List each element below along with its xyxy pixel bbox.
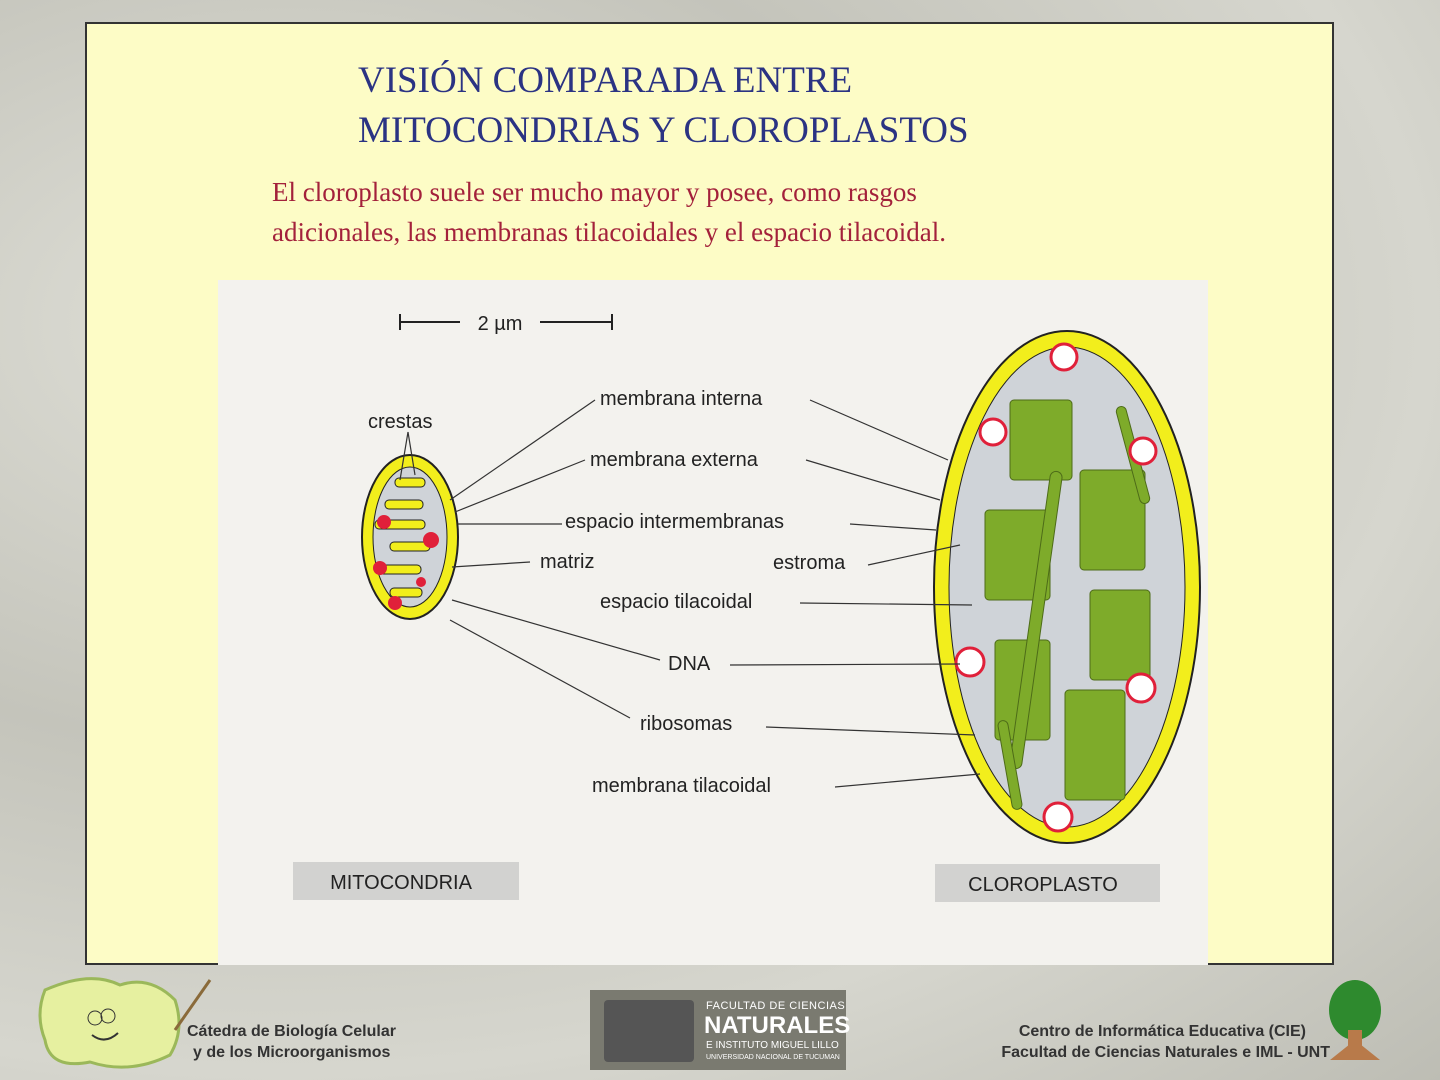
- footer-catedra: Cátedra de Biología Celular y de los Mic…: [187, 1021, 396, 1063]
- cloroplasto-label-bg: [935, 864, 1160, 902]
- label-membrana-tilacoidal: membrana tilacoidal: [592, 775, 771, 797]
- logo-line-4: UNIVERSIDAD NACIONAL DE TUCUMAN: [706, 1054, 840, 1061]
- faculty-logo-emblem: [604, 1000, 694, 1062]
- cie-tree-logo: [1329, 980, 1381, 1060]
- logo-line-2: NATURALES: [704, 1012, 851, 1039]
- leader-lines: [399, 399, 981, 788]
- subtitle-line-1: El cloroplasto suele ser mucho mayor y p…: [272, 177, 917, 207]
- label-cloroplasto: CLOROPLASTO: [968, 874, 1118, 896]
- mito-dna: [373, 515, 439, 610]
- label-membrana-interna: membrana interna: [600, 388, 763, 410]
- subtitle-line-2: adicionales, las membranas tilacoidales …: [272, 217, 946, 247]
- footer-left-line-1: Cátedra de Biología Celular: [187, 1023, 396, 1040]
- title-line-1: VISIÓN COMPARADA ENTRE: [358, 60, 853, 101]
- logo-line-1: FACULTAD DE CIENCIAS: [706, 1000, 846, 1012]
- label-membrana-externa: membrana externa: [590, 449, 759, 471]
- title-line-2: MITOCONDRIAS Y CLOROPLASTOS: [358, 110, 969, 151]
- label-espacio-intermembranas: espacio intermembranas: [565, 511, 784, 533]
- scale-label: 2 µm: [478, 313, 523, 335]
- chloroplast-dna: [954, 342, 1158, 833]
- scale-bar: [399, 314, 613, 330]
- chloroplast-drawing: [933, 330, 1201, 844]
- mitocondria-label-bg: [293, 862, 519, 900]
- label-espacio-tilacoidal: espacio tilacoidal: [600, 591, 752, 613]
- label-estroma: estroma: [773, 552, 846, 574]
- label-crestas: crestas: [368, 411, 432, 433]
- footer-right-line-1: Centro de Informática Educativa (CIE): [1018, 1023, 1306, 1040]
- faculty-logo: FACULTAD DE CIENCIAS NATURALES E INSTITU…: [590, 990, 850, 1070]
- label-matriz: matriz: [540, 551, 594, 573]
- slide-title: VISIÓN COMPARADA ENTRE MITOCONDRIAS Y CL…: [358, 56, 969, 156]
- logo-line-3: E INSTITUTO MIGUEL LILLO: [706, 1040, 839, 1051]
- mitochondrion-drawing: [361, 454, 459, 620]
- amoeba-logo: [38, 977, 212, 1069]
- footer-right-line-2: Facultad de Ciencias Naturales e IML - U…: [1001, 1044, 1330, 1061]
- label-dna: DNA: [668, 653, 711, 675]
- footer-left-line-2: y de los Microorganismos: [193, 1044, 391, 1061]
- label-mitocondria: MITOCONDRIA: [330, 872, 473, 894]
- diagram-labels: crestas membrana interna membrana extern…: [368, 388, 846, 797]
- slide-subtitle: El cloroplasto suele ser mucho mayor y p…: [272, 172, 1172, 252]
- footer-cie: Centro de Informática Educativa (CIE) Fa…: [1001, 1021, 1330, 1063]
- label-ribosomas: ribosomas: [640, 713, 732, 735]
